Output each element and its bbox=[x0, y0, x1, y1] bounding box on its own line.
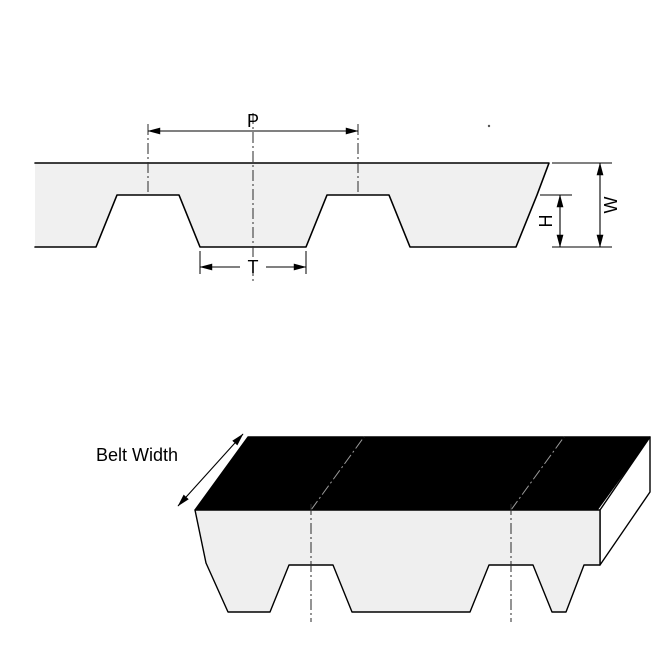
belt-profile-outline bbox=[34, 162, 550, 248]
belt-thickness-label: W bbox=[601, 197, 621, 214]
belt-front-face bbox=[194, 509, 601, 613]
pitch-label: P bbox=[247, 111, 259, 131]
top-face-centerline-left bbox=[310, 436, 365, 511]
belt-top-face bbox=[194, 436, 651, 511]
belt-width-arrow bbox=[177, 433, 244, 507]
tooth-height-label: H bbox=[536, 215, 556, 228]
belt-3d-view: Belt Width bbox=[96, 433, 651, 622]
belt-width-label: Belt Width bbox=[96, 445, 178, 465]
belt-profile-fill bbox=[35, 163, 549, 247]
tooth-width-label: T bbox=[248, 257, 259, 277]
top-face-centerline-right bbox=[510, 436, 565, 511]
artifact-dot bbox=[487, 124, 491, 128]
belt-cross-section: P T H W bbox=[34, 111, 621, 283]
